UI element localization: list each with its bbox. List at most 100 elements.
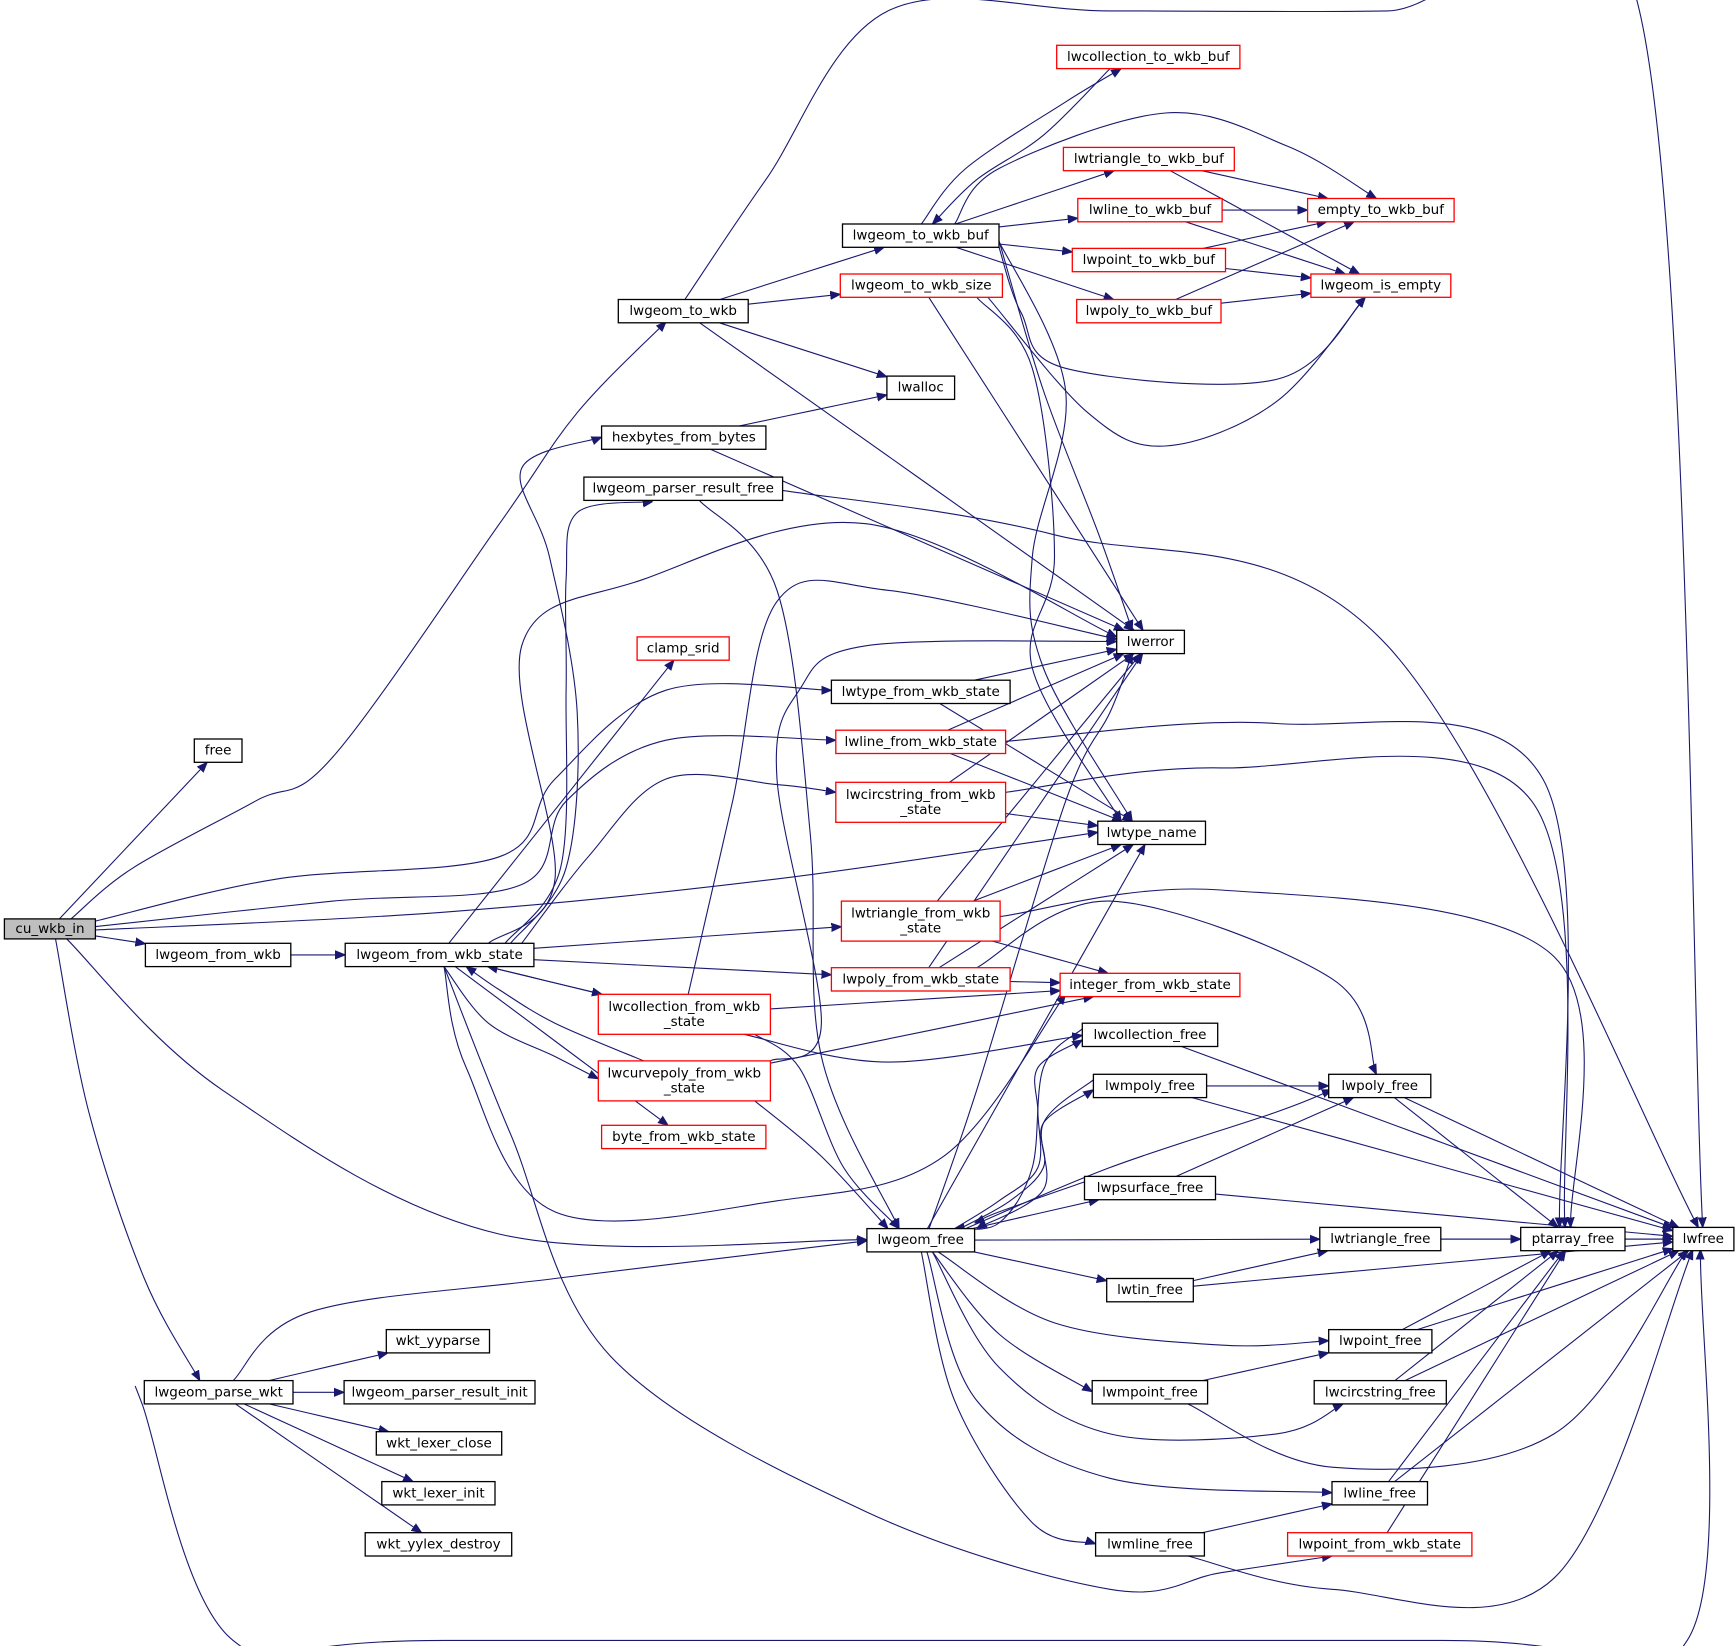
node-wkt-lexer-close[interactable]: wkt_lexer_close bbox=[375, 1431, 503, 1456]
edge-lwmpoint_free-to-lwfree bbox=[1187, 1250, 1688, 1470]
edge-layer bbox=[54, 0, 1711, 1646]
edge-lwgeom_from_wkb_state-to-lwerror bbox=[488, 521, 1116, 944]
node-lwcurvepoly-from-wkb-state[interactable]: lwcurvepoly_from_wkb_state bbox=[597, 1060, 772, 1102]
edge-lwcurvepoly_from_wkb_state-to-lwgeom_from_wkb_state bbox=[466, 967, 645, 1062]
edge-lwgeom_to_wkb_size-to-lwtype_name bbox=[976, 296, 1121, 821]
node-label: lwpsurface_free bbox=[1097, 1180, 1204, 1196]
node-label: lwgeom_from_wkb_state bbox=[356, 947, 522, 963]
node-lwtype-from-wkb-state[interactable]: lwtype_from_wkb_state bbox=[830, 679, 1011, 705]
node-ptarray-free[interactable]: ptarray_free bbox=[1520, 1226, 1626, 1252]
node-lwmpoint-free[interactable]: lwmpoint_free bbox=[1091, 1379, 1209, 1405]
node-wkt-yylex-destroy[interactable]: wkt_yylex_destroy bbox=[364, 1532, 513, 1557]
edge-lwmpoint_free-to-lwpoint_free bbox=[1202, 1353, 1329, 1382]
edge-lwpoly_from_wkb_state-to-integer_from_wkb_state bbox=[1010, 982, 1060, 983]
node-lwline-free[interactable]: lwline_free bbox=[1331, 1480, 1429, 1506]
node-lwgeom-parser-result-free[interactable]: lwgeom_parser_result_free bbox=[583, 476, 784, 502]
node-label: wkt_lexer_close bbox=[386, 1435, 492, 1451]
node-label: lwpoint_from_wkb_state bbox=[1298, 1536, 1461, 1552]
node-lwgeom-parser-result-init[interactable]: lwgeom_parser_result_init bbox=[343, 1379, 536, 1405]
node-lwgeom-free[interactable]: lwgeom_free bbox=[866, 1227, 976, 1253]
node-label: _state bbox=[899, 921, 941, 937]
edge-lwgeom_free-to-lwline_free bbox=[926, 1251, 1332, 1493]
node-lwgeom-parse-wkt[interactable]: lwgeom_parse_wkt bbox=[143, 1379, 294, 1405]
node-lwpsurface-free[interactable]: lwpsurface_free bbox=[1083, 1175, 1217, 1201]
node-lwgeom-from-wkb[interactable]: lwgeom_from_wkb bbox=[144, 942, 292, 968]
node-lwpoly-free[interactable]: lwpoly_free bbox=[1328, 1073, 1432, 1099]
edge-lwtriangle_from_wkb_state-to-integer_from_wkb_state bbox=[992, 940, 1109, 973]
edge-lwgeom_free-to-lwpoint_free bbox=[937, 1251, 1329, 1347]
node-lwcollection-from-wkb-state[interactable]: lwcollection_from_wkb_state bbox=[597, 993, 772, 1035]
node-clamp-srid[interactable]: clamp_srid bbox=[636, 636, 730, 661]
node-lwmline-free[interactable]: lwmline_free bbox=[1094, 1532, 1206, 1557]
edge-lwgeom_to_wkb_buf-to-lwline_to_wkb_buf bbox=[998, 218, 1078, 228]
edge-lwgeom_parse_wkt-to-wkt_yyparse bbox=[268, 1353, 388, 1382]
node-label: lwline_from_wkb_state bbox=[844, 734, 996, 750]
node-lwtype-name[interactable]: lwtype_name bbox=[1097, 820, 1207, 846]
node-lwpoint-to-wkb-buf[interactable]: lwpoint_to_wkb_buf bbox=[1071, 247, 1227, 273]
edge-lwgeom_parse_wkt-to-lwgeom_free bbox=[232, 1241, 867, 1382]
node-label: integer_from_wkb_state bbox=[1069, 977, 1231, 993]
node-label: lwmline_free bbox=[1107, 1536, 1193, 1552]
edge-lwcircstring_from_wkb_state-to-ptarray_free bbox=[1005, 755, 1568, 1227]
node-lwline-from-wkb-state[interactable]: lwline_from_wkb_state bbox=[835, 729, 1007, 755]
node-lwcircstring-from-wkb-state[interactable]: lwcircstring_from_wkb_state bbox=[835, 781, 1007, 823]
edge-lwgeom_free-to-lwcircstring_free bbox=[931, 1251, 1343, 1441]
node-integer-from-wkb-state[interactable]: integer_from_wkb_state bbox=[1059, 972, 1241, 998]
node-lwgeom-is-empty[interactable]: lwgeom_is_empty bbox=[1310, 273, 1452, 298]
node-lwfree[interactable]: lwfree bbox=[1672, 1226, 1735, 1252]
node-cu-wkb-in[interactable]: cu_wkb_in bbox=[3, 918, 97, 940]
node-lwpoint-from-wkb-state[interactable]: lwpoint_from_wkb_state bbox=[1286, 1532, 1473, 1557]
node-byte-from-wkb-state[interactable]: byte_from_wkb_state bbox=[600, 1124, 767, 1150]
edge-lwcircstring_from_wkb_state-to-lwerror bbox=[949, 654, 1133, 783]
node-lwpoly-to-wkb-buf[interactable]: lwpoly_to_wkb_buf bbox=[1076, 298, 1222, 324]
node-lwpoly-from-wkb-state[interactable]: lwpoly_from_wkb_state bbox=[830, 967, 1011, 992]
node-lwtriangle-free[interactable]: lwtriangle_free bbox=[1319, 1226, 1442, 1252]
node-label: lwcollection_to_wkb_buf bbox=[1067, 49, 1231, 65]
node-lwtriangle-to-wkb-buf[interactable]: lwtriangle_to_wkb_buf bbox=[1062, 146, 1235, 172]
node-lwgeom-to-wkb[interactable]: lwgeom_to_wkb bbox=[617, 298, 749, 324]
node-lwtriangle-from-wkb-state[interactable]: lwtriangle_from_wkb_state bbox=[840, 900, 1001, 942]
edge-lwgeom_from_wkb_state-to-integer_from_wkb_state bbox=[443, 966, 1066, 1222]
edge-lwgeom_to_wkb_buf-to-empty_to_wkb_buf bbox=[954, 112, 1377, 225]
edge-lwgeom_to_wkb-to-lwgeom_to_wkb_size bbox=[748, 294, 840, 305]
node-label: lwgeom_from_wkb bbox=[155, 947, 280, 963]
edge-lwgeom_free-to-lwpsurface_free bbox=[971, 1200, 1099, 1230]
node-lwgeom-to-wkb-size[interactable]: lwgeom_to_wkb_size bbox=[839, 273, 1004, 298]
edge-lwgeom_free-to-lwtriangle_free bbox=[974, 1239, 1320, 1240]
node-lwgeom-from-wkb-state[interactable]: lwgeom_from_wkb_state bbox=[344, 942, 535, 968]
node-wkt-yyparse[interactable]: wkt_yyparse bbox=[385, 1328, 491, 1354]
edge-lwgeom_to_wkb_buf-to-lwpoint_to_wkb_buf bbox=[998, 243, 1072, 252]
node-lwcollection-to-wkb-buf[interactable]: lwcollection_to_wkb_buf bbox=[1056, 44, 1241, 70]
node-hexbytes-from-bytes[interactable]: hexbytes_from_bytes bbox=[600, 425, 767, 450]
node-label: lwcollection_free bbox=[1094, 1027, 1207, 1043]
edge-cu_wkb_in-to-lwgeom_free bbox=[66, 938, 867, 1248]
node-lwerror[interactable]: lwerror bbox=[1116, 629, 1186, 655]
node-empty-to-wkb-buf[interactable]: empty_to_wkb_buf bbox=[1306, 197, 1455, 223]
node-lwcircstring-free[interactable]: lwcircstring_free bbox=[1313, 1379, 1447, 1405]
node-layer: cu_wkb_in free lwgeom_from_wkb lwgeom_from_… bbox=[3, 44, 1735, 1557]
node-free[interactable]: free bbox=[193, 738, 243, 763]
edge-lwline_from_wkb_state-to-lwerror bbox=[947, 654, 1124, 731]
node-lwgeom-to-wkb-buf[interactable]: lwgeom_to_wkb_buf bbox=[841, 223, 1000, 248]
edge-lwgeom_free-to-lwmpoint_free bbox=[931, 1251, 1092, 1392]
node-lwcollection-free[interactable]: lwcollection_free bbox=[1081, 1022, 1219, 1048]
node-label: lwtriangle_free bbox=[1330, 1231, 1430, 1247]
node-lwmpoly-free[interactable]: lwmpoly_free bbox=[1092, 1073, 1208, 1099]
node-label: lwgeom_to_wkb_buf bbox=[853, 228, 990, 244]
edge-lwmline_free-to-lwline_free bbox=[1202, 1504, 1332, 1534]
node-lwpoint-free[interactable]: lwpoint_free bbox=[1328, 1328, 1433, 1354]
node-lwline-to-wkb-buf[interactable]: lwline_to_wkb_buf bbox=[1077, 197, 1223, 223]
node-label: lwgeom_free bbox=[877, 1232, 963, 1248]
node-label: wkt_lexer_init bbox=[392, 1485, 484, 1501]
edge-lwline_from_wkb_state-to-ptarray_free bbox=[1005, 721, 1569, 1228]
node-label: lwgeom_parser_result_free bbox=[592, 481, 773, 497]
edge-lwgeom_parse_wkt-to-wkt_yylex_destroy bbox=[235, 1403, 422, 1533]
node-wkt-lexer-init[interactable]: wkt_lexer_init bbox=[381, 1480, 496, 1506]
node-label: ptarray_free bbox=[1532, 1231, 1615, 1247]
edge-lwgeom_to_wkb_buf-to-lwerror bbox=[998, 240, 1132, 631]
node-label: free bbox=[205, 743, 232, 759]
node-label: lwpoint_free bbox=[1339, 1333, 1422, 1349]
node-lwalloc[interactable]: lwalloc bbox=[886, 375, 956, 401]
edge-lwpoly_to_wkb_buf-to-lwgeom_is_empty bbox=[1220, 293, 1311, 304]
node-lwtin-free[interactable]: lwtin_free bbox=[1106, 1277, 1194, 1303]
